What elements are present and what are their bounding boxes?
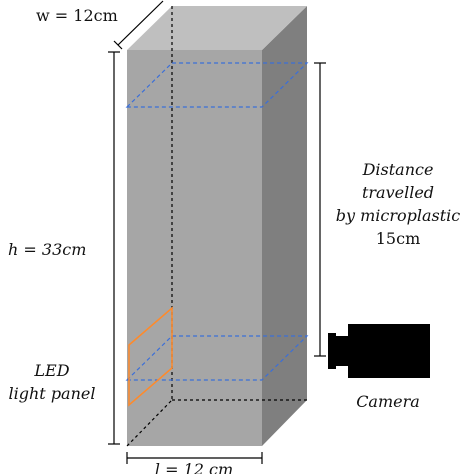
- tank-front-face: [127, 50, 262, 446]
- led-light-panel: [128, 306, 173, 407]
- width-label: w = 12cm: [36, 6, 118, 25]
- hidden-edge-bottom-left: [126, 399, 173, 447]
- upper-plane: [125, 62, 309, 108]
- height-label: h = 33cm: [8, 240, 86, 259]
- camera-label: Camera: [356, 392, 420, 411]
- distance-label-line1: Distance: [362, 160, 434, 179]
- distance-label-line2: travelled: [362, 183, 434, 202]
- width-dimension-line: [117, 0, 164, 46]
- led-label-line1: LED: [33, 361, 69, 380]
- length-label: l = 12 cm: [155, 460, 233, 474]
- width-dimension-tick: [113, 40, 123, 50]
- camera-icon: [328, 324, 430, 378]
- tank-side-face: [262, 6, 307, 446]
- led-label-line2: light panel: [9, 384, 96, 403]
- distance-label-line3: by microplastic: [336, 206, 461, 225]
- lower-plane: [125, 335, 309, 381]
- distance-label-line4: 15cm: [376, 229, 421, 248]
